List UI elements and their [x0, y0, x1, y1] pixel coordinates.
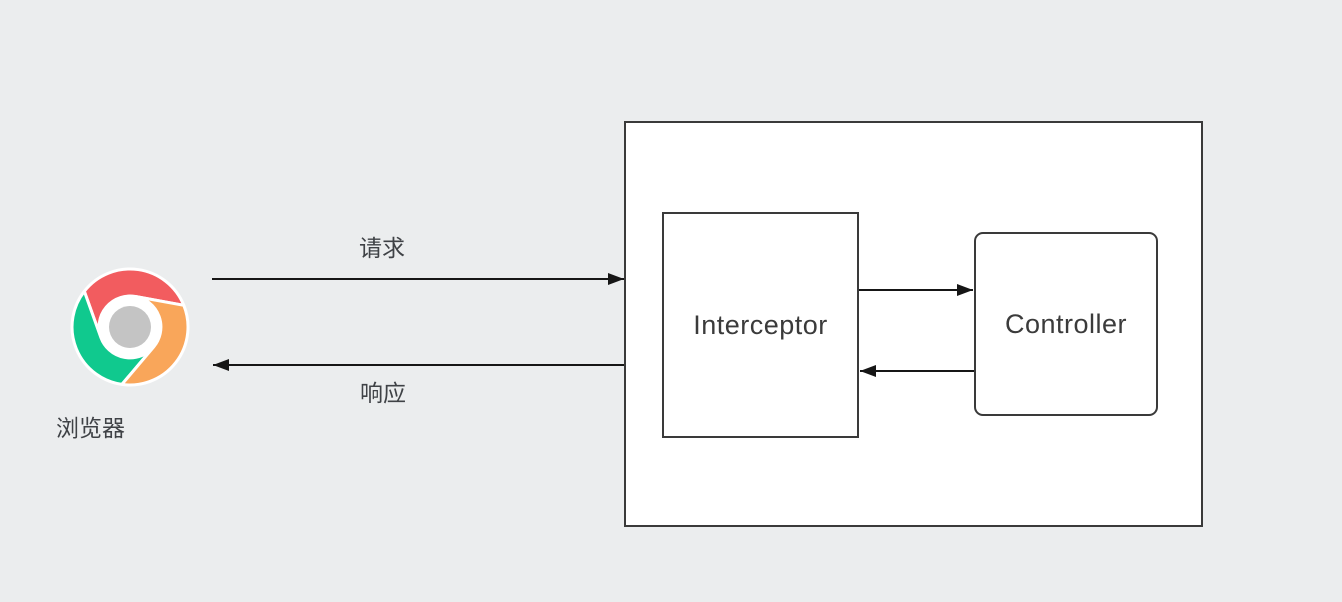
chrome-green-blade: [70, 289, 156, 386]
interceptor-node: Interceptor: [662, 212, 859, 438]
request-arrow-label: 请求: [359, 236, 405, 262]
controller-node: Controller: [974, 232, 1158, 416]
chrome-orange-blade: [120, 295, 190, 387]
controller-label: Controller: [1004, 308, 1128, 339]
chrome-browser-icon: [70, 267, 190, 387]
browser-label: 浏览器: [56, 416, 125, 442]
chrome-red-blade: [82, 267, 186, 340]
interceptor-label: Interceptor: [693, 309, 828, 340]
response-arrow-label: 响应: [360, 381, 406, 407]
chrome-hub-circle: [109, 306, 151, 348]
